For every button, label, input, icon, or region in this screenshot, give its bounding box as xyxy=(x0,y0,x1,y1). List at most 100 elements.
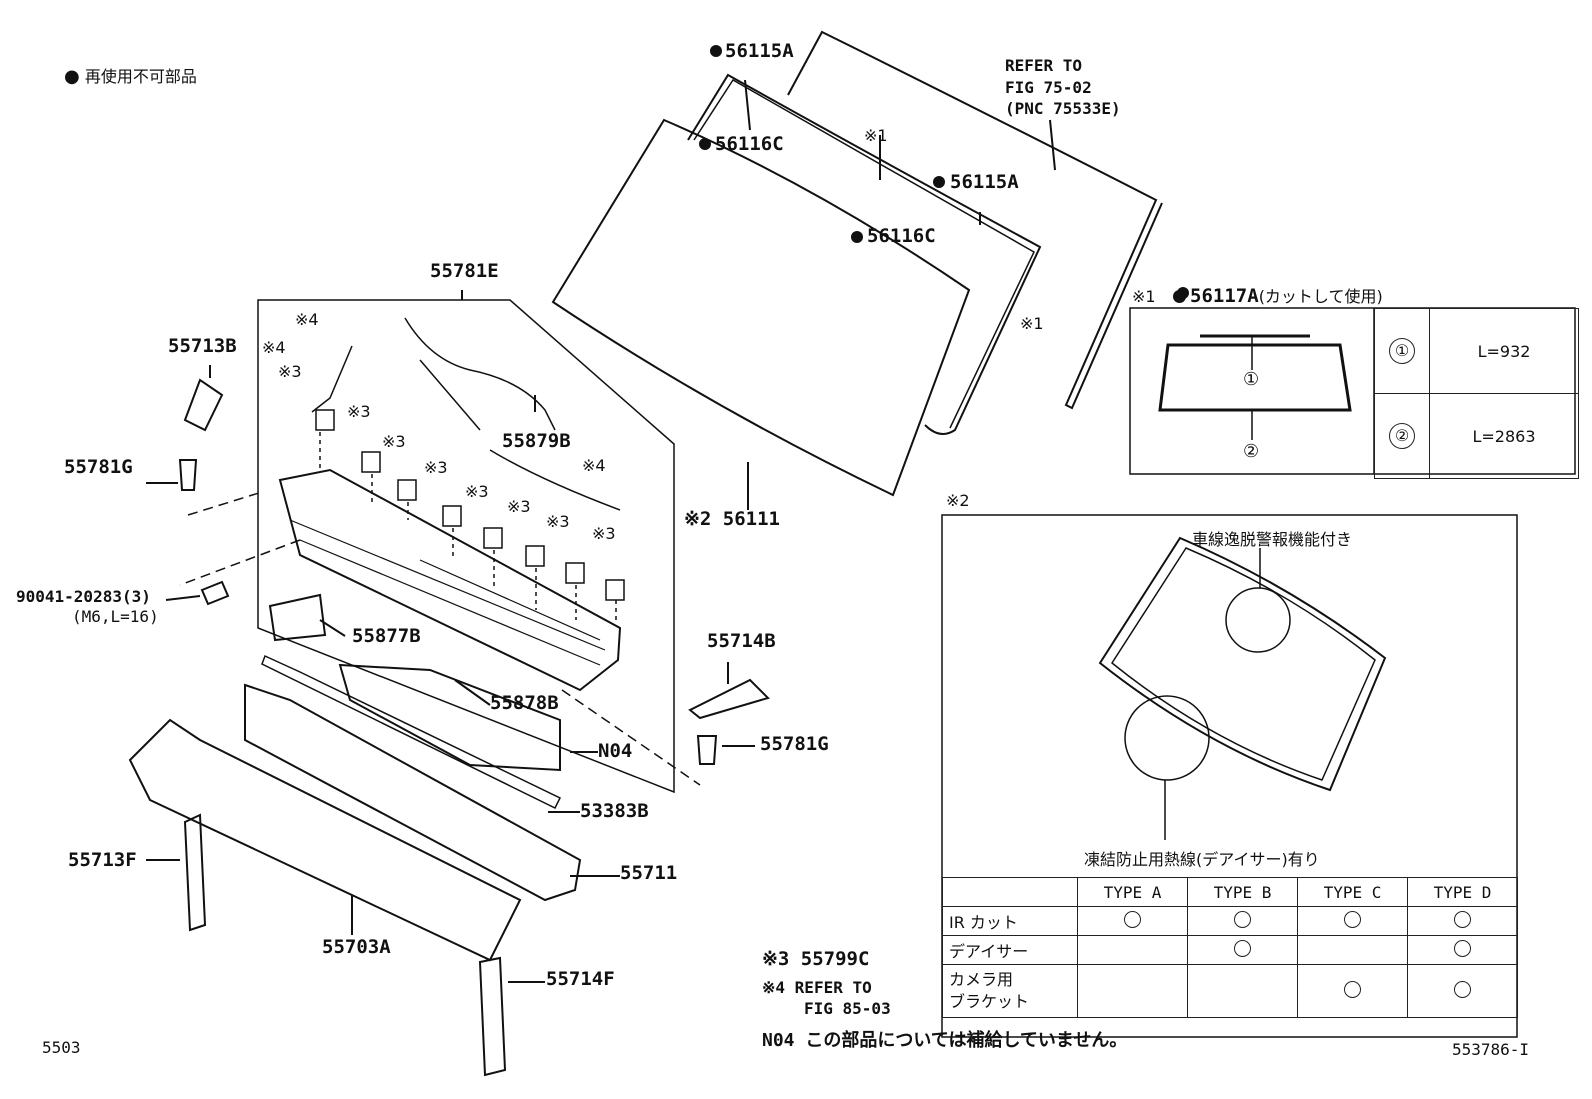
type-col-b: TYPE B xyxy=(1187,877,1298,907)
note-1-marker-a: ※1 xyxy=(864,126,888,145)
windshield-note-marker: ※2 xyxy=(946,491,970,510)
molding-box-header: ※1 56117A(カットして使用) xyxy=(1132,283,1383,307)
type-mark-cell xyxy=(1077,906,1188,936)
side-bracket-left xyxy=(183,813,207,932)
molding-length-row: ② L=2863 xyxy=(1374,393,1579,479)
applicable-mark-icon xyxy=(1234,939,1251,957)
part-55713B[interactable]: 55713B xyxy=(168,335,237,357)
type-row-label: カメラ用 ブラケット xyxy=(942,964,1078,1018)
part-N04[interactable]: N04 xyxy=(598,740,633,762)
legend-non-reusable: ● 再使用不可部品 xyxy=(64,63,197,87)
part-55713F[interactable]: 55713F xyxy=(68,849,137,871)
cowl-seal xyxy=(261,654,562,810)
part-55781G-left[interactable]: 55781G xyxy=(64,456,133,478)
molding-row-length: L=2863 xyxy=(1429,393,1579,479)
part-55714B[interactable]: 55714B xyxy=(707,630,776,652)
upper-molding-strip xyxy=(687,73,1042,435)
type-col-d: TYPE D xyxy=(1407,877,1518,907)
molding-length-row: ① L=932 xyxy=(1374,308,1579,394)
camera-bracket-callout xyxy=(1225,587,1291,653)
legend-text: 再使用不可部品 xyxy=(84,67,197,86)
molding-cut-note: (カットして使用) xyxy=(1258,287,1383,306)
type-row-camera-bracket: カメラ用 ブラケット xyxy=(942,964,1518,1018)
corner-piece-55713B xyxy=(183,378,224,432)
refer-fig-line-3: (PNC 75533E) xyxy=(1005,99,1121,118)
part-55703A[interactable]: 55703A xyxy=(322,936,391,958)
type-mark-cell xyxy=(1407,935,1518,965)
part-56111[interactable]: ※2 56111 xyxy=(684,508,780,530)
applicable-mark-icon xyxy=(1124,910,1141,928)
type-row-label: IR カット xyxy=(942,906,1078,936)
type-header-row: TYPE A TYPE B TYPE C TYPE D xyxy=(942,877,1518,907)
part-55878B[interactable]: 55878B xyxy=(490,692,559,714)
windshield-outline-small xyxy=(1098,536,1387,792)
type-row-ir-cut: IR カット xyxy=(942,906,1518,936)
type-mark-cell xyxy=(1077,964,1188,1018)
molding-length-table: ① L=932 ② L=2863 xyxy=(1374,308,1579,479)
note-3-marker-d: ※3 xyxy=(424,458,448,477)
corner-piece-55714B xyxy=(688,678,770,720)
molding-row-number: ① xyxy=(1374,308,1430,394)
note-3-marker-g: ※3 xyxy=(546,512,570,531)
note-4-marker-a: ※4 xyxy=(295,310,319,329)
cowl-clips xyxy=(315,409,625,601)
type-mark-cell xyxy=(1407,906,1518,936)
type-col-c: TYPE C xyxy=(1297,877,1408,907)
page-code-left: 5503 xyxy=(42,1038,81,1057)
washer-hose xyxy=(311,317,621,511)
cowl-louver xyxy=(278,468,622,692)
note-3-marker-e: ※3 xyxy=(465,482,489,501)
applicable-mark-icon xyxy=(1454,939,1471,957)
non-reusable-dot-icon xyxy=(1173,290,1187,303)
cowl-top-panel xyxy=(244,683,582,902)
windshield-glass xyxy=(551,118,971,497)
clip-55781G-right xyxy=(696,735,718,765)
lane-departure-feature-label: 車線逸脱警報機能付き xyxy=(1192,530,1353,549)
type-row-label: デアイサー xyxy=(942,935,1078,965)
type-mark-cell xyxy=(1407,964,1518,1018)
applicable-mark-icon xyxy=(1234,910,1251,928)
part-55879B[interactable]: 55879B xyxy=(502,430,571,452)
applicable-mark-icon xyxy=(1454,910,1471,928)
type-mark-cell xyxy=(1077,935,1188,965)
molding-note-marker: ※1 xyxy=(1132,287,1156,306)
type-row-deicer: デアイサー xyxy=(942,935,1518,965)
part-56116C-top[interactable]: 56116C xyxy=(715,133,784,155)
refer-fig-line-1: REFER TO xyxy=(1005,56,1083,75)
type-corner-cell xyxy=(942,877,1078,907)
type-mark-cell xyxy=(1187,906,1298,936)
bolt-part-number[interactable]: 90041-20283(3) xyxy=(16,587,151,606)
part-55877B[interactable]: 55877B xyxy=(352,625,421,647)
part-55781E[interactable]: 55781E xyxy=(430,260,499,282)
footnote-N04: N04 この部品については補給していません。 xyxy=(762,1030,1128,1051)
refer-fig-line-2[interactable]: FIG 75-02 xyxy=(1005,78,1092,97)
note-3-marker-a: ※3 xyxy=(278,362,302,381)
molding-row-length: L=932 xyxy=(1429,308,1579,394)
legend-marker: ● xyxy=(64,66,80,87)
part-56115A-mid[interactable]: 56115A xyxy=(950,171,1019,193)
clip-55781G-left xyxy=(178,459,198,491)
deicer-feature-label: 凍結防止用熱線(デアイサー)有り xyxy=(1084,850,1320,869)
type-col-a: TYPE A xyxy=(1077,877,1188,907)
footnote-3: ※3 55799C xyxy=(762,948,870,970)
bolt-icon xyxy=(200,580,230,606)
footnote-4-line-1: ※4 REFER TO xyxy=(762,978,872,997)
part-55714F[interactable]: 55714F xyxy=(546,968,615,990)
deicer-callout xyxy=(1124,695,1210,781)
bracket-55877B xyxy=(268,593,327,642)
part-55781G-right[interactable]: 55781G xyxy=(760,733,829,755)
part-56115A-top[interactable]: 56115A xyxy=(725,40,794,62)
part-55711[interactable]: 55711 xyxy=(620,862,678,884)
part-53383B[interactable]: 53383B xyxy=(580,800,649,822)
type-mark-cell xyxy=(1297,935,1408,965)
molding-part-number[interactable]: 56117A xyxy=(1190,285,1259,307)
footnote-4-line-2[interactable]: FIG 85-03 xyxy=(804,999,891,1018)
part-56116C-mid[interactable]: 56116C xyxy=(867,225,936,247)
note-3-marker-h: ※3 xyxy=(592,524,616,543)
molding-row-number: ② xyxy=(1374,393,1430,479)
note-1-marker-b: ※1 xyxy=(1020,314,1044,333)
dash-reinforcement xyxy=(128,718,522,962)
type-mark-cell xyxy=(1187,964,1298,1018)
windshield-type-table: TYPE A TYPE B TYPE C TYPE D IR カット デアイサー… xyxy=(942,877,1518,1018)
